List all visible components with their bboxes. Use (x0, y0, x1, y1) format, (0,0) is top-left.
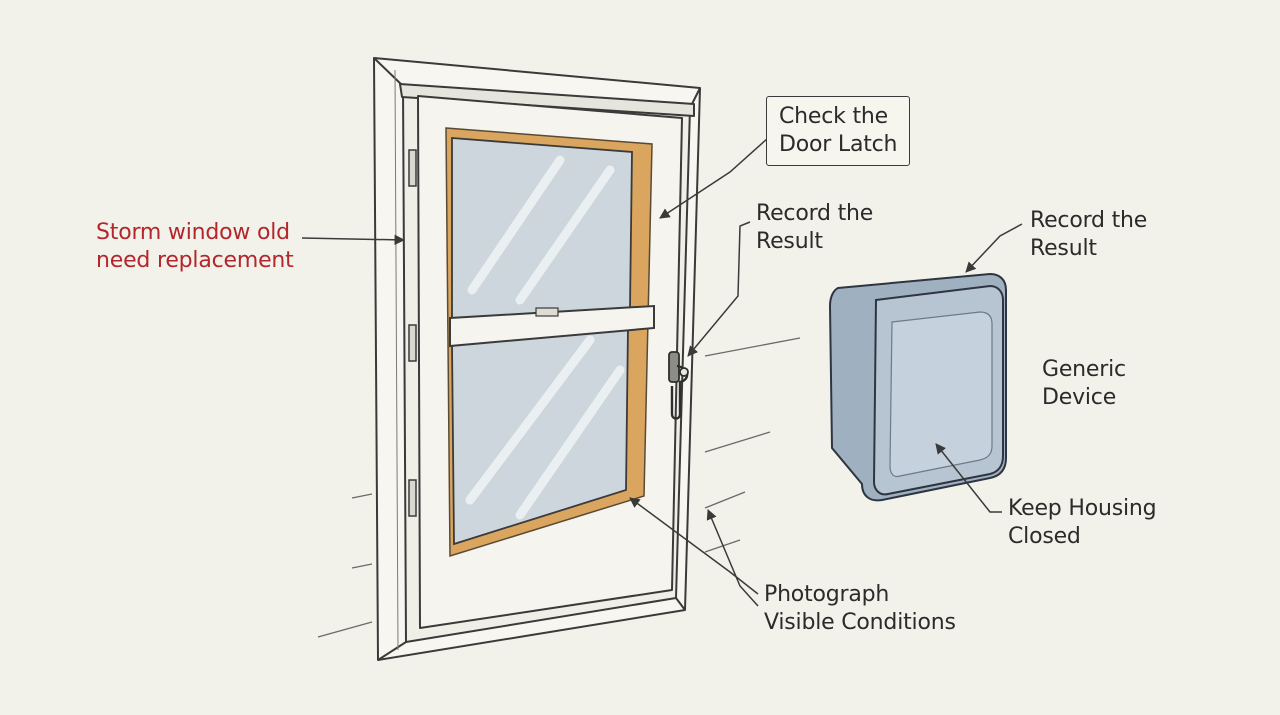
record-result-callout-window: Record the Result (756, 200, 873, 256)
photograph-callout: Photograph Visible Conditions (764, 581, 956, 637)
keep-housing-line2: Closed (1008, 524, 1081, 549)
storm-window-label-line1: Storm window old (96, 220, 290, 245)
generic-device-shape (828, 272, 1007, 502)
generic-device-line2: Device (1042, 385, 1117, 410)
generic-device-label: Generic Device (1042, 356, 1126, 412)
check-latch-callout: Check the Door Latch (766, 96, 911, 166)
check-latch-line1: Check the (779, 104, 888, 129)
record-result-1-line1: Record the (756, 201, 874, 226)
wall-lines (317, 337, 801, 638)
keep-housing-callout: Keep Housing Closed (1008, 495, 1157, 551)
latch-hardware (668, 351, 689, 420)
photograph-line1: Photograph (764, 582, 890, 607)
glass-panes (451, 137, 633, 546)
storm-window-label: Storm window old need replacement (96, 219, 294, 275)
record-result-2-line2: Result (1030, 236, 1097, 261)
hinges (408, 149, 417, 517)
record-result-1-line2: Result (756, 229, 823, 254)
generic-device-line1: Generic (1042, 357, 1126, 382)
leader-lines (301, 137, 1023, 607)
meeting-rail (449, 304, 655, 348)
record-result-2-line1: Record the (1030, 208, 1148, 233)
check-latch-line2: Door Latch (779, 132, 898, 157)
storm-window-label-line2: need replacement (96, 248, 294, 273)
photograph-line2: Visible Conditions (764, 610, 956, 635)
record-result-callout-device: Record the Result (1030, 207, 1147, 263)
glass-reflections (465, 155, 625, 520)
keep-housing-line1: Keep Housing (1008, 496, 1157, 521)
